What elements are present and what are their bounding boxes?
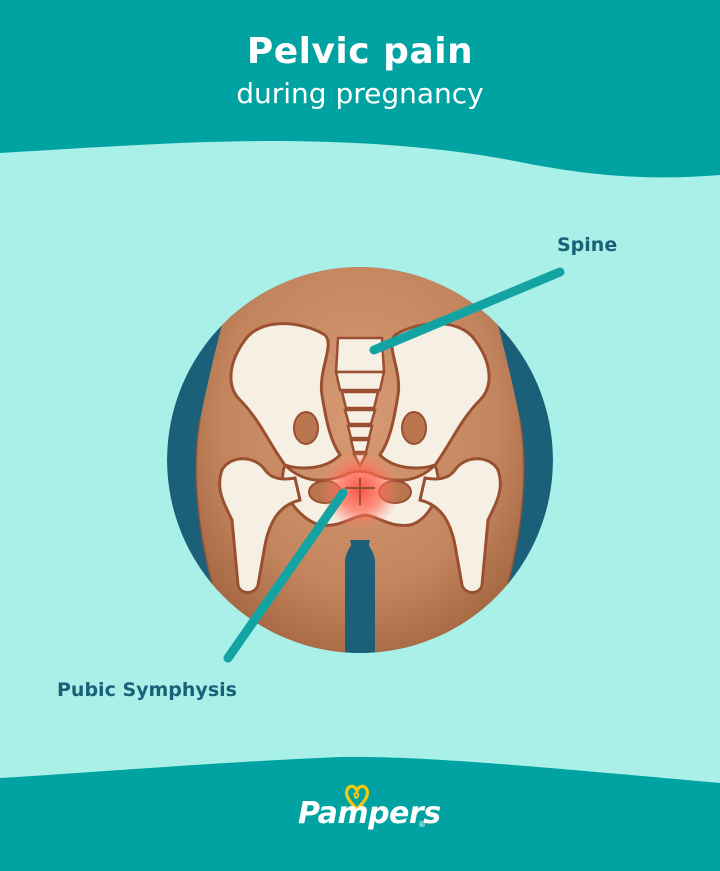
page-subtitle: during pregnancy xyxy=(236,77,484,110)
heart-loop-icon xyxy=(344,784,370,811)
pelvis-illustration xyxy=(167,267,553,653)
spine-label: Spine xyxy=(557,234,618,256)
header-wave xyxy=(0,0,720,178)
brand-name: Pampers xyxy=(298,796,441,831)
pampers-logo: Pampers ® xyxy=(290,782,441,842)
header: Pelvic pain during pregnancy xyxy=(0,30,720,112)
pubic-symphysis-label: Pubic Symphysis xyxy=(57,679,237,701)
footer-wave xyxy=(0,756,720,871)
spine-pointer xyxy=(369,267,565,355)
registered-mark: ® xyxy=(418,820,426,829)
pubic-pointer xyxy=(223,488,348,663)
page-title: Pelvic pain xyxy=(246,31,474,72)
